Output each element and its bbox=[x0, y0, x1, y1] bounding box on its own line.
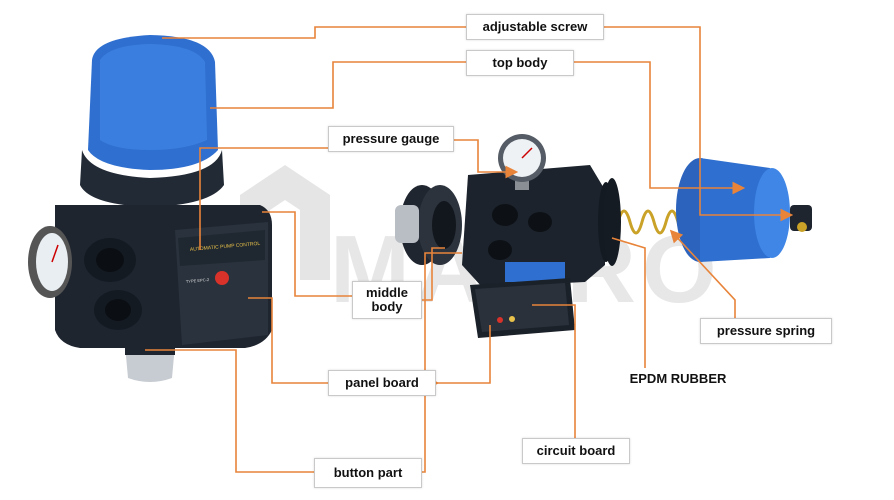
adjustable-screw-part bbox=[790, 205, 812, 232]
leader-panel-board-left bbox=[248, 297, 328, 384]
middle-body-part bbox=[395, 185, 462, 265]
leader-epdm-rubber bbox=[611, 237, 646, 368]
label-pressure-spring: pressure spring bbox=[700, 318, 832, 344]
label-circuit-board: circuit board bbox=[522, 438, 630, 464]
circuit-board-part bbox=[470, 278, 575, 338]
assembled-pump-controller bbox=[28, 35, 272, 382]
leader-top-body-left bbox=[210, 61, 466, 109]
label-pressure-gauge: pressure gauge bbox=[328, 126, 454, 152]
leader-lines bbox=[145, 26, 794, 473]
label-middle-body: middle body bbox=[352, 281, 422, 319]
leader-pressure-gauge-left bbox=[199, 147, 328, 250]
label-top-body: top body bbox=[466, 50, 574, 76]
leader-middle-body-left bbox=[262, 211, 352, 297]
panel-type-text: TYPE EPC-2 bbox=[186, 277, 210, 284]
leader-adjustable-screw-right bbox=[604, 26, 794, 222]
leader-adjustable-screw-left bbox=[162, 26, 466, 39]
leader-button-part-right bbox=[422, 252, 462, 473]
label-panel-board: panel board bbox=[328, 370, 436, 396]
leader-pressure-spring bbox=[669, 229, 736, 318]
leader-top-body-right bbox=[574, 61, 746, 195]
label-epdm-rubber: EPDM RUBBER bbox=[629, 371, 727, 386]
leader-middle-body-right bbox=[422, 247, 445, 301]
leader-panel-board-right bbox=[426, 325, 491, 390]
top-body-part bbox=[676, 158, 790, 262]
label-button-part: button part bbox=[314, 458, 422, 488]
leader-pressure-gauge-right bbox=[454, 139, 519, 179]
leader-circuit-board bbox=[532, 304, 576, 438]
leader-button-part-left bbox=[145, 349, 314, 473]
label-adjustable-screw: adjustable screw bbox=[466, 14, 604, 40]
epdm-rubber-part bbox=[603, 178, 621, 266]
central-body-part bbox=[462, 165, 614, 287]
